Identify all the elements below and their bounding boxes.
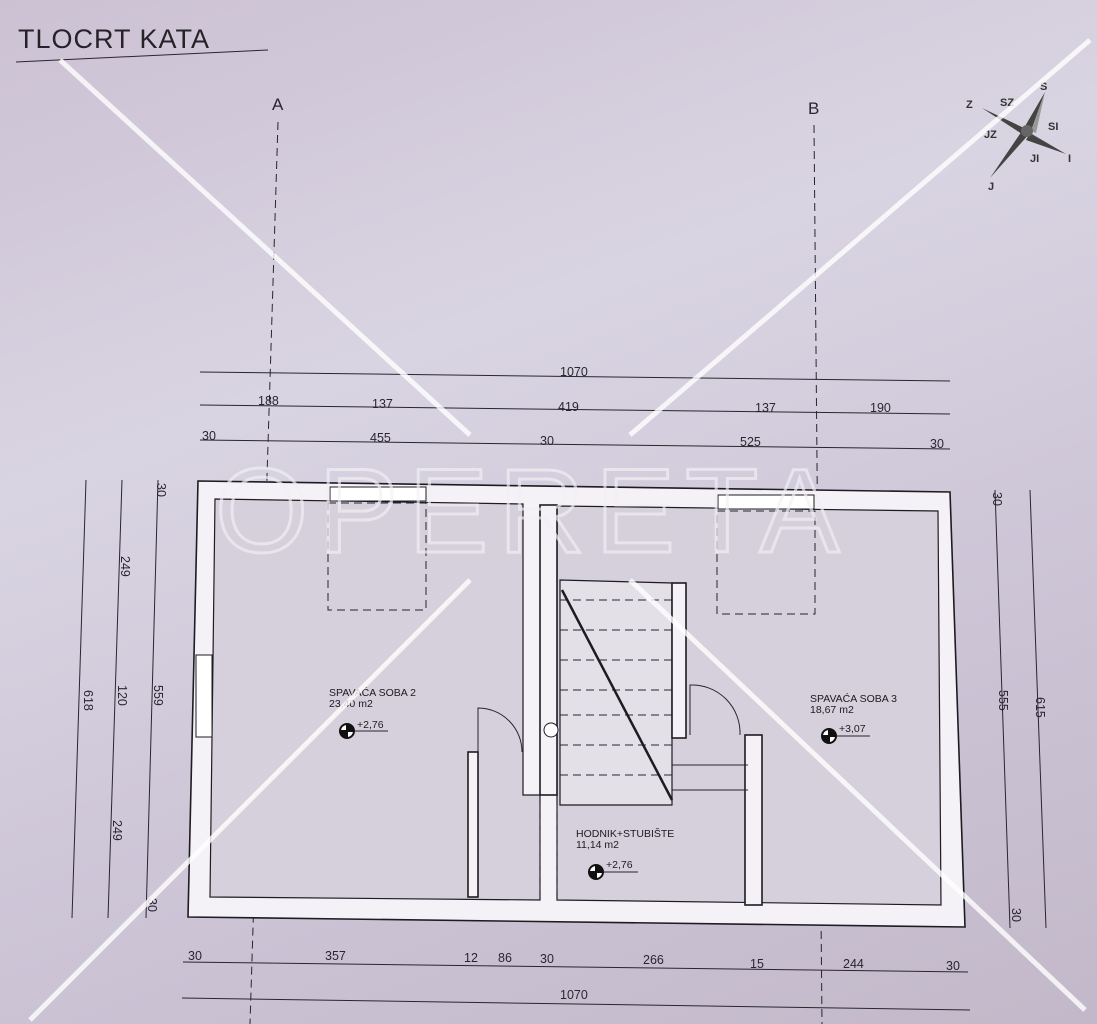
dim-label: 86 (498, 951, 512, 965)
dim-label: 30 (540, 434, 554, 448)
watermark: OPERETA (28, 38, 1092, 1022)
compass-jz: JZ (984, 129, 997, 141)
dim-label: 249 (118, 556, 132, 577)
level-marker-icon (588, 864, 604, 880)
dim-label: 12 (464, 951, 478, 965)
compass-i: I (1068, 153, 1071, 165)
plan-title: TLOCRT KATA (18, 24, 210, 54)
dim-label: 30 (930, 437, 944, 451)
compass-j: J (988, 181, 994, 193)
level-marker-icon (821, 728, 837, 744)
dim-bottom-total: 1070 (560, 988, 588, 1002)
top-dimensions: 1070 188 137 419 137 190 30 455 30 525 3… (199, 365, 951, 451)
axis-label-a: A (272, 95, 284, 114)
dim-label: 266 (643, 953, 664, 967)
level-marker-icon (339, 723, 355, 739)
room-name: HODNIK+STUBIŠTE (576, 827, 674, 840)
dim-label: 30 (202, 429, 216, 443)
dim-label: 30 (540, 952, 554, 966)
dim-label: 30 (188, 949, 202, 963)
room-area: 18,67 m2 (810, 704, 854, 716)
room-area: 11,14 m2 (576, 839, 619, 851)
dim-label: 30 (1009, 908, 1023, 922)
dim-label: 137 (755, 401, 776, 415)
dim-label: 419 (558, 400, 579, 414)
axis-line-a (249, 121, 279, 1024)
compass-ji: JI (1030, 153, 1039, 165)
dim-label: 244 (843, 957, 864, 971)
compass-si: SI (1048, 121, 1058, 133)
bed-outline (327, 502, 427, 611)
dim-label: 15 (750, 957, 764, 971)
dim-label: 559 (151, 685, 165, 706)
dim-label: 357 (325, 949, 346, 963)
bed-outline (716, 510, 816, 615)
room-spavaca-soba-3: SPAVAĆA SOBA 3 18,67 m2 +3,07 (810, 692, 897, 744)
dim-label: 618 (81, 690, 95, 711)
dim-label: 120 (115, 685, 129, 706)
axis-label-b: B (808, 99, 819, 118)
dim-label: 30 (154, 483, 168, 497)
compass-z: Z (966, 99, 973, 111)
dim-label: 137 (372, 397, 393, 411)
dim-label: 615 (1033, 697, 1047, 718)
bottom-dimensions: 30 357 12 86 30 266 15 244 30 1070 (181, 949, 971, 1011)
dim-label: 525 (740, 435, 761, 449)
door-swing (477, 707, 523, 753)
compass-s: S (1040, 81, 1047, 93)
dim-label: 249 (110, 820, 124, 841)
right-dimensions: 30 555 30 615 (990, 489, 1047, 929)
dim-label: 190 (870, 401, 891, 415)
watermark-text: OPERETA (215, 444, 850, 578)
dim-label: 555 (996, 690, 1010, 711)
room-hodnik-stubiste: HODNIK+STUBIŠTE 11,14 m2 +2,76 (576, 827, 674, 880)
dim-label: 30 (990, 492, 1004, 506)
room-name: SPAVAĆA SOBA 3 (810, 692, 897, 705)
dim-label: 30 (946, 959, 960, 973)
dim-label: 455 (370, 431, 391, 445)
dim-label: 188 (258, 394, 279, 408)
title-underline (15, 49, 269, 63)
door-swing (689, 684, 741, 736)
dim-top-total: 1070 (560, 365, 588, 379)
room-level: +2,76 (357, 719, 384, 731)
compass-rose: S Z I J SZ SI JZ JI (966, 81, 1071, 193)
room-level: +2,76 (606, 859, 633, 871)
left-dimensions: 618 249 120 249 30 559 30 (71, 479, 168, 919)
staircase (543, 579, 687, 806)
room-level: +3,07 (839, 723, 866, 735)
